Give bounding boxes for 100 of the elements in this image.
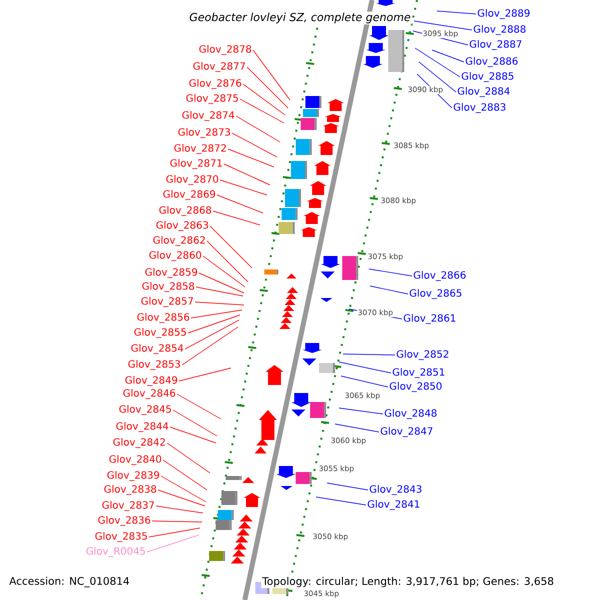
gene-label: Glov_2873 <box>178 128 230 138</box>
leader-line <box>190 310 242 318</box>
gene-label: Glov_2839 <box>107 471 160 481</box>
leader-line <box>148 528 200 538</box>
gene-label: Glov_2849 <box>125 376 178 386</box>
gene-label: Glov_2843 <box>370 485 422 495</box>
gene-label: Glov_2835 <box>95 532 147 542</box>
gene-label: Glov_2856 <box>137 313 190 323</box>
gene-label: Glov_2865 <box>410 289 462 299</box>
gene-label: Glov_2860 <box>149 251 202 261</box>
leader-line <box>432 50 464 62</box>
leader-line <box>212 210 260 226</box>
leader-line <box>210 226 252 268</box>
gene-label: Glov_2870 <box>166 175 218 185</box>
gene-label: Glov_2863 <box>156 221 208 231</box>
gene-label: Glov_2848 <box>384 409 437 419</box>
leader-line <box>206 240 248 282</box>
accession-text: Accession: NC_010814 <box>9 576 130 588</box>
leader-line <box>228 148 274 168</box>
leader-line <box>166 442 210 474</box>
gene-label: Glov_2859 <box>145 268 198 278</box>
title: Geobacter lovleyi SZ, complete genome <box>188 12 412 24</box>
leader-line <box>182 326 238 366</box>
leader-line <box>342 354 396 356</box>
leader-line <box>224 164 270 186</box>
gene-label: Glov_2884 <box>458 87 510 97</box>
leader-line <box>368 268 412 276</box>
gene-label: Glov_2837 <box>102 501 154 511</box>
gene-label: Glov_2889 <box>478 9 530 19</box>
gene-label: Glov_2868 <box>159 206 212 216</box>
leader-line <box>252 50 290 100</box>
gene-label: Glov_2876 <box>189 79 242 89</box>
leader-line <box>370 286 408 294</box>
gene-label: Glov_2857 <box>141 297 193 307</box>
gene-label: Glov_2869 <box>163 190 216 200</box>
gene-label: Glov_2836 <box>98 516 150 526</box>
gene-label: Glov_2878 <box>199 45 252 55</box>
leader-line <box>436 10 476 14</box>
leader-line <box>162 460 208 490</box>
gene-label: Glov_2846 <box>123 389 176 399</box>
gene-label: Glov_2854 <box>131 344 184 354</box>
gene-label: Glov_2871 <box>170 159 222 169</box>
leader-line <box>338 408 384 414</box>
leader-line <box>198 272 244 294</box>
leader-line <box>194 302 244 306</box>
gene-label: Glov_2866 <box>414 271 466 281</box>
leader-line <box>316 496 366 506</box>
gene-label: Glov_2847 <box>380 427 432 437</box>
leader-line <box>172 410 218 436</box>
leader-line <box>156 506 204 514</box>
gene-label: Glov_2874 <box>182 111 234 121</box>
gene-label: Glov_2885 <box>462 72 514 82</box>
leader-line <box>334 424 380 432</box>
gene-label: Glov_2888 <box>474 25 526 35</box>
leader-line <box>414 48 460 78</box>
leader-line <box>170 426 216 444</box>
gene-label: Glov_2853 <box>128 360 180 370</box>
gene-label: Glov_2875 <box>186 94 238 104</box>
leader-line <box>220 180 268 196</box>
gene-label: Glov_2886 <box>466 57 518 67</box>
gene-label: Glov_2844 <box>116 422 168 432</box>
leader-line <box>178 368 232 382</box>
gene-label: Glov_2850 <box>390 382 442 392</box>
leader-line <box>246 66 288 108</box>
leader-line <box>188 314 240 334</box>
gene-label: Glov_2858 <box>142 282 194 292</box>
gene-label: Glov_2841 <box>368 500 420 510</box>
leader-line <box>152 520 202 522</box>
gene-label: Glov_2887 <box>470 40 522 50</box>
gene-label: Glov_2862 <box>153 236 205 246</box>
gene-label: Glov_2845 <box>119 405 171 415</box>
leader-line <box>340 376 388 388</box>
leader-line <box>158 490 206 506</box>
gene-label: Glov_2883 <box>454 103 506 113</box>
gene-label: Glov_R0045 <box>86 547 145 557</box>
leader-line <box>418 62 456 92</box>
gene-label: Glov_2852 <box>396 350 448 360</box>
leader-line <box>240 98 284 124</box>
leader-line <box>338 362 392 374</box>
leader-line <box>232 132 278 158</box>
gene-label: Glov_2872 <box>174 144 226 154</box>
leader-line <box>414 20 472 30</box>
leader-line <box>184 320 240 350</box>
gene-label: Glov_2840 <box>109 455 162 465</box>
gene-label: Glov_2877 <box>193 62 245 72</box>
leader-line <box>202 256 246 288</box>
gene-label: Glov_2851 <box>392 368 444 378</box>
leader-line <box>196 286 244 296</box>
gene-label: Glov_2855 <box>134 328 186 338</box>
genome-summary-text: Topology: circular; Length: 3,917,761 bp; Genes: 3,658 <box>261 576 555 588</box>
gene-label: Glov_2861 <box>404 314 456 324</box>
leader-line <box>160 476 206 502</box>
leader-line <box>216 194 264 214</box>
leader-line <box>176 394 222 420</box>
leader-line <box>242 84 286 116</box>
leader-line <box>146 534 200 552</box>
leader-line <box>326 482 368 490</box>
leader-line <box>236 116 280 142</box>
gene-label: Glov_2842 <box>113 438 165 448</box>
gene-label: Glov_2838 <box>104 485 156 495</box>
